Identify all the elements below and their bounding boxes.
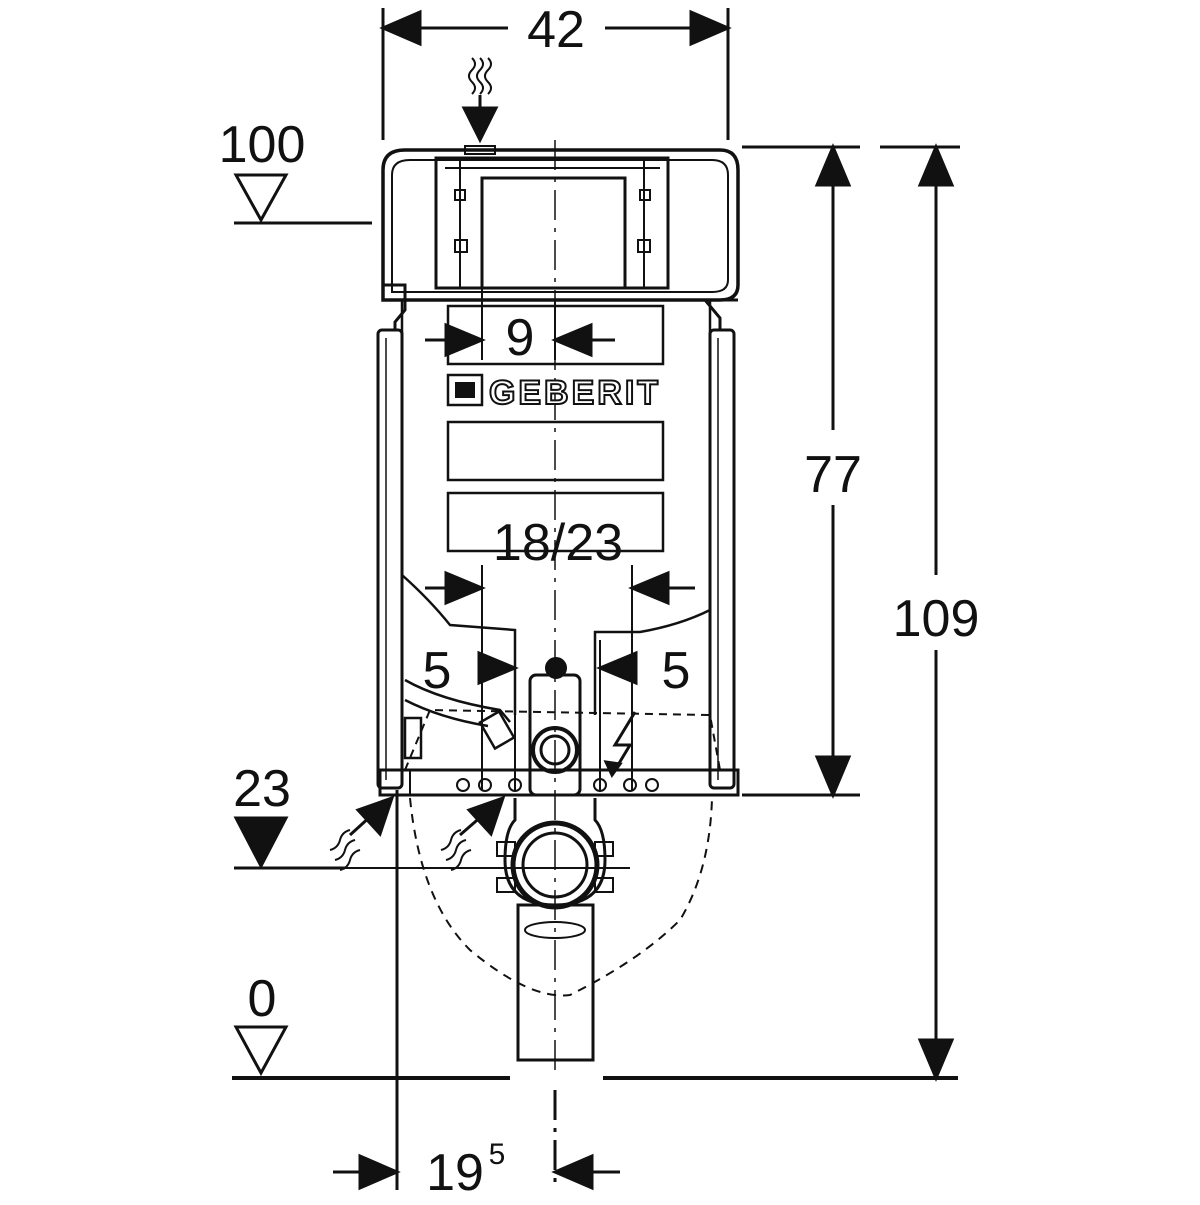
label-width-top: 42 — [527, 1, 585, 59]
water-inlet-arrow-top — [461, 57, 499, 144]
label-flush-height: 9 — [506, 309, 535, 367]
water-inlet-arrow-left — [329, 795, 395, 871]
wc-bowl-outline — [409, 797, 713, 997]
label-level-upper: 100 — [219, 116, 306, 174]
label-frame-height: 77 — [804, 446, 862, 504]
dimension-depth — [333, 790, 620, 1191]
label-offset-right: 5 — [662, 642, 691, 700]
brand-name: GEBERIT — [489, 374, 661, 412]
label-depth-superscript: 5 — [489, 1138, 506, 1171]
label-spacing-top: 18/23 — [493, 514, 623, 572]
electrical-connection-icon — [603, 711, 637, 778]
label-level-middle: 23 — [233, 760, 291, 818]
brand-logo — [446, 373, 484, 407]
label-level-floor: 0 — [248, 970, 277, 1028]
water-inlet-arrow-center — [440, 795, 506, 871]
dimension-frame-height — [742, 143, 860, 799]
label-total-height: 109 — [893, 590, 980, 648]
level-marker-middle — [233, 816, 630, 870]
label-offset-left: 5 — [423, 642, 452, 700]
dimension-total-height — [880, 143, 960, 1082]
water-hose — [403, 678, 516, 760]
label-depth-base: 19 — [426, 1144, 484, 1200]
dimension-width-top — [379, 8, 732, 140]
level-marker-upper — [233, 173, 372, 225]
level-marker-floor — [233, 1025, 289, 1077]
dimension-offsets — [477, 640, 638, 790]
dimension-flush — [425, 288, 615, 360]
